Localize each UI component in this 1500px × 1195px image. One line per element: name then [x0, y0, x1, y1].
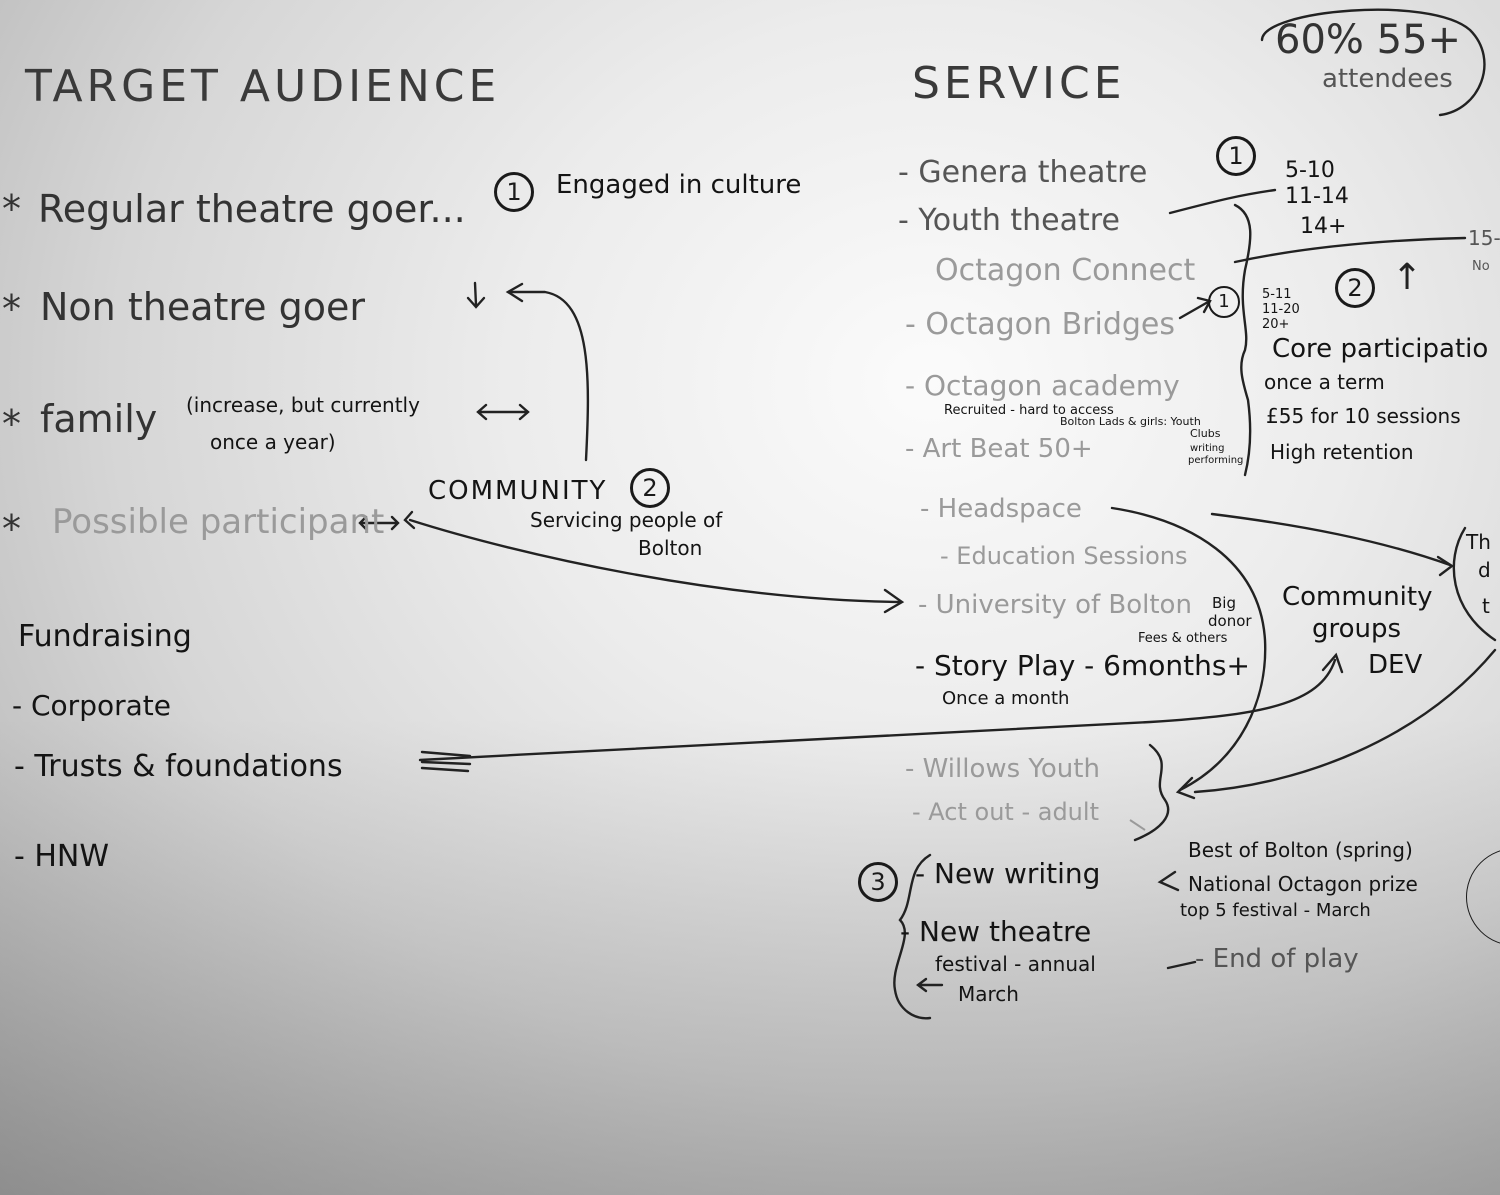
audience-bullet: *	[2, 507, 21, 551]
community-sub-line1: Servicing people of	[530, 508, 723, 532]
trusts-to-community-groups-arrow	[418, 658, 1337, 762]
academy-note-line2: Bolton Lads & girls: Youth	[1060, 415, 1201, 428]
group3-new-writing: - New writing	[915, 857, 1101, 890]
group3-best-of-bolton: Best of Bolton (spring)	[1188, 838, 1413, 862]
service-item-youth-theatre: - Youth theatre	[898, 203, 1120, 238]
youth-age-3: 14+	[1300, 214, 1347, 239]
artbeat-note-line2: performing	[1188, 455, 1244, 466]
bridges-age-3: 20+	[1262, 317, 1290, 332]
audience-item-possible-participant: Possible participant	[52, 502, 385, 542]
connect-age: 15-	[1468, 226, 1500, 250]
attendance-percentage: 60% 55+	[1275, 17, 1462, 63]
community-to-non-goer-arrow	[508, 290, 590, 462]
academy-note-line1: Recruited - hard to access	[944, 403, 1114, 418]
group2-line4: High retention	[1270, 440, 1414, 464]
group3-new-theatre: - New theatre	[900, 915, 1092, 948]
service-item-act-out: - Act out - adult	[912, 798, 1099, 826]
family-note-line2: once a year)	[210, 430, 336, 454]
community-number-circle: 2	[630, 468, 670, 508]
group2-line1: Core participatio	[1272, 334, 1489, 364]
engaged-in-culture-label: Engaged in culture	[556, 170, 802, 200]
group3-top5-festival: top 5 festival - March	[1180, 900, 1371, 921]
university-note-big: Big	[1212, 594, 1236, 612]
university-note-fees: Fees & others	[1138, 631, 1228, 646]
youth-age-2: 11-14	[1285, 184, 1349, 209]
artbeat-note-line1: writing	[1190, 443, 1225, 454]
service-item-headspace: - Headspace	[920, 494, 1082, 524]
group3-festival: festival - annual	[935, 952, 1096, 976]
service-item-octagon-connect: Octagon Connect	[935, 253, 1196, 288]
audience-item-non-goer: Non theatre goer	[40, 285, 366, 329]
service-title: SERVICE	[912, 58, 1126, 109]
right-edge-text-1: Th	[1466, 530, 1491, 554]
service-item-octagon-bridges: - Octagon Bridges	[905, 307, 1175, 342]
group3-national-prize: National Octagon prize	[1188, 872, 1418, 896]
community-groups-line2: groups	[1312, 614, 1402, 644]
audience-item-regular-goer: Regular theatre goer...	[38, 187, 466, 231]
service-group1-circle: 1	[1216, 136, 1256, 176]
engaged-number-circle: 1	[494, 172, 534, 212]
service-group3-circle: 3	[858, 862, 898, 902]
service-group2-circle: 2	[1335, 268, 1375, 308]
bridges-age-1: 5-11	[1262, 287, 1292, 302]
group3-march: March	[958, 982, 1019, 1006]
audience-bullet: *	[2, 402, 21, 446]
community-sub-line2: Bolton	[638, 536, 703, 560]
community-label: COMMUNITY	[428, 476, 608, 506]
audience-bullet: *	[2, 287, 21, 331]
service-item-general-theatre: - Genera theatre	[898, 155, 1148, 190]
group3-end-of-play: - End of play	[1195, 944, 1359, 974]
fundraising-item-corporate: - Corporate	[12, 689, 171, 722]
service-item-octagon-academy: - Octagon academy	[905, 369, 1180, 402]
community-groups-dev: DEV	[1368, 650, 1423, 680]
right-edge-text-2: d	[1478, 558, 1491, 582]
service-item-willows-youth: - Willows Youth	[905, 754, 1100, 784]
group2-line2: once a term	[1264, 370, 1385, 394]
fundraising-item-hnw: - HNW	[14, 839, 110, 874]
service-item-art-beat: - Art Beat 50+	[905, 434, 1093, 464]
audience-item-family: family	[40, 397, 158, 441]
fundraising-title: Fundraising	[18, 619, 192, 654]
community-groups-line1: Community	[1282, 582, 1433, 612]
academy-note-line3: Clubs	[1190, 427, 1221, 440]
youth-age-1: 5-10	[1285, 158, 1335, 183]
audience-bullet: *	[2, 187, 21, 231]
service-item-education-sessions: - Education Sessions	[940, 542, 1188, 570]
participant-to-university-arrow	[408, 518, 902, 604]
right-edge-text-3: t	[1482, 594, 1490, 618]
group2-line3: £55 for 10 sessions	[1266, 404, 1461, 428]
attendance-label: attendees	[1322, 64, 1453, 94]
bridges-age-2: 11-20	[1262, 302, 1300, 317]
service-item-university-of-bolton: - University of Bolton	[918, 590, 1192, 620]
group2-up-arrow: ↑	[1392, 257, 1423, 298]
university-note-donor: donor	[1208, 612, 1252, 630]
family-note-line1: (increase, but currently	[186, 393, 420, 417]
target-audience-title: TARGET AUDIENCE	[25, 61, 501, 112]
fundraising-item-trusts: - Trusts & foundations	[14, 749, 343, 784]
service-item-story-play: - Story Play - 6months+	[915, 649, 1250, 682]
story-play-note: Once a month	[942, 688, 1070, 709]
bridges-number-circle: 1	[1208, 286, 1240, 318]
connect-note: No	[1472, 259, 1490, 274]
